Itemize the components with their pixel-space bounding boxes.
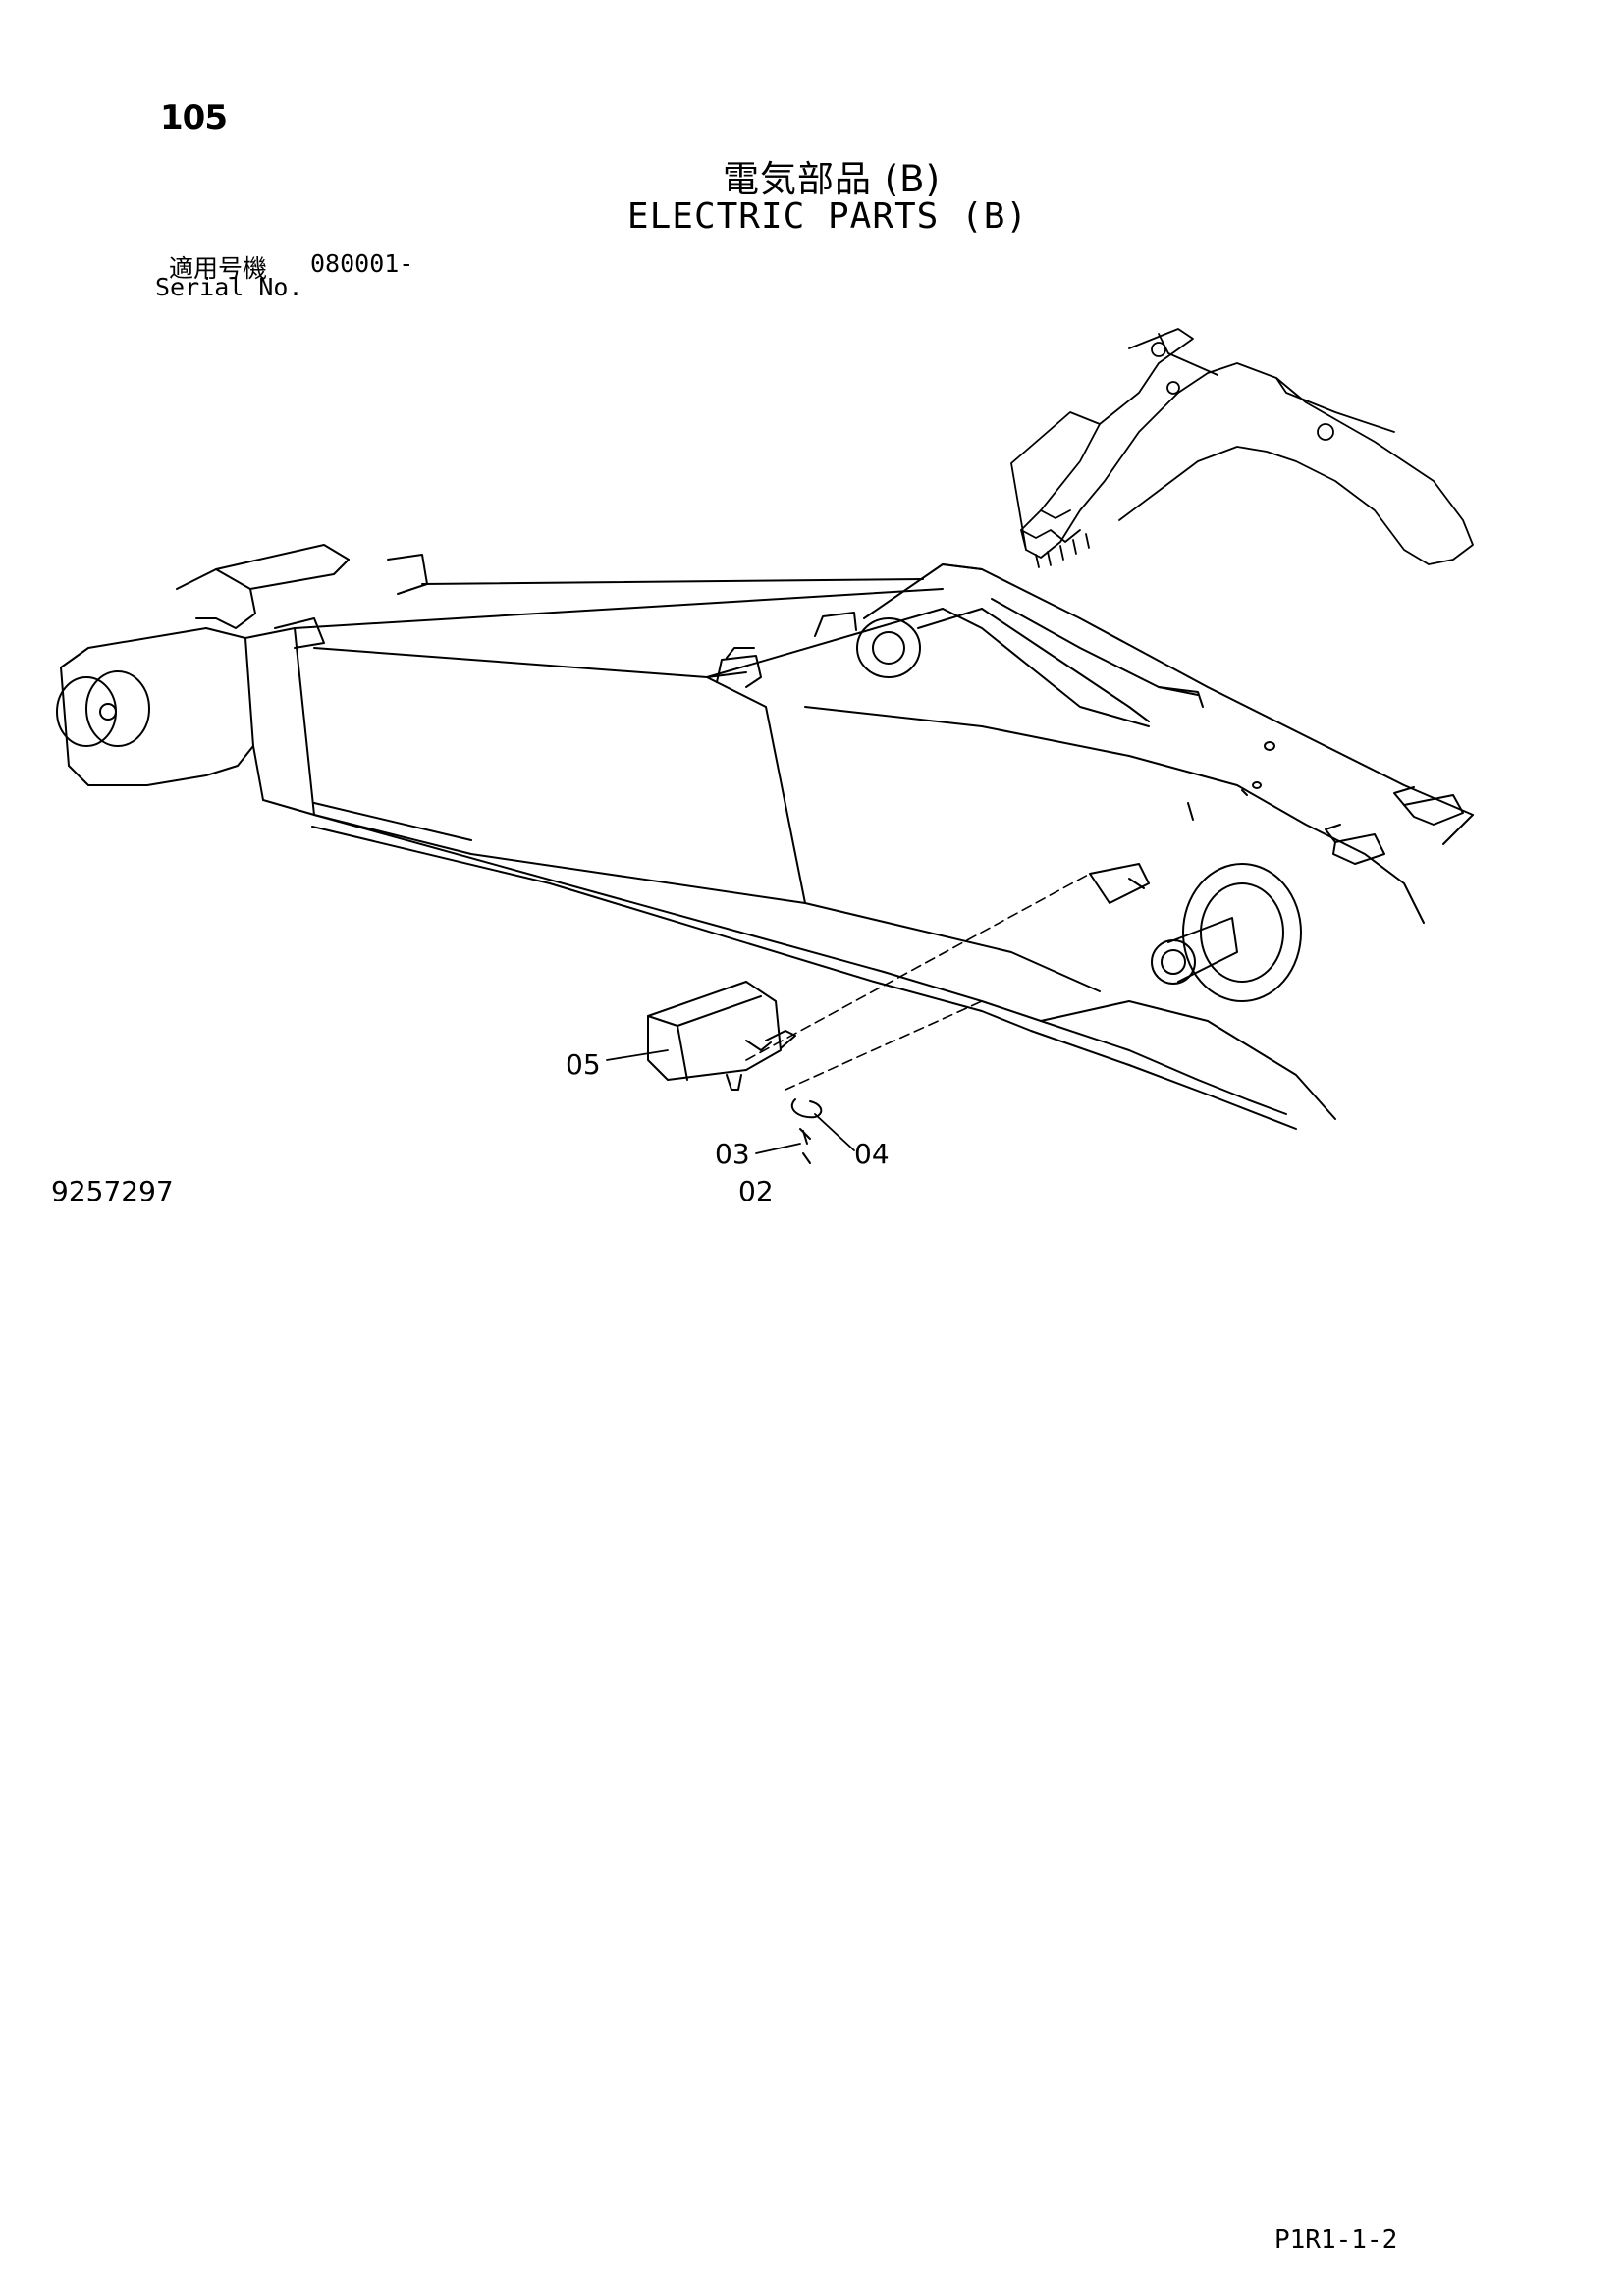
serial-range: 080001- [310, 249, 414, 278]
part-03-bolt [799, 1128, 811, 1145]
serial-label-english: Serial No. [155, 273, 303, 301]
callout-04: 04 [854, 1138, 890, 1170]
serial-label-japanese: 適用号機 [169, 254, 268, 283]
part-02-screw [802, 1152, 811, 1164]
inset-boom-overview [1010, 328, 1474, 568]
page-number: 105 [160, 98, 228, 137]
callout-05: 05 [566, 1048, 601, 1081]
drawing-number: 9257297 [51, 1175, 174, 1207]
page-title-english: ELECTRIC PARTS (B) [626, 196, 1029, 237]
callout-02: 02 [738, 1175, 774, 1207]
part-04-clamp [790, 1098, 823, 1119]
page-code: P1R1-1-2 [1274, 2225, 1398, 2255]
callout-03: 03 [715, 1138, 750, 1170]
boom-body [56, 544, 1474, 1130]
callout-leaders [606, 1049, 855, 1154]
part-05-electric-box [647, 981, 796, 1091]
page-title-japanese: 電気部品 (B) [722, 158, 941, 200]
